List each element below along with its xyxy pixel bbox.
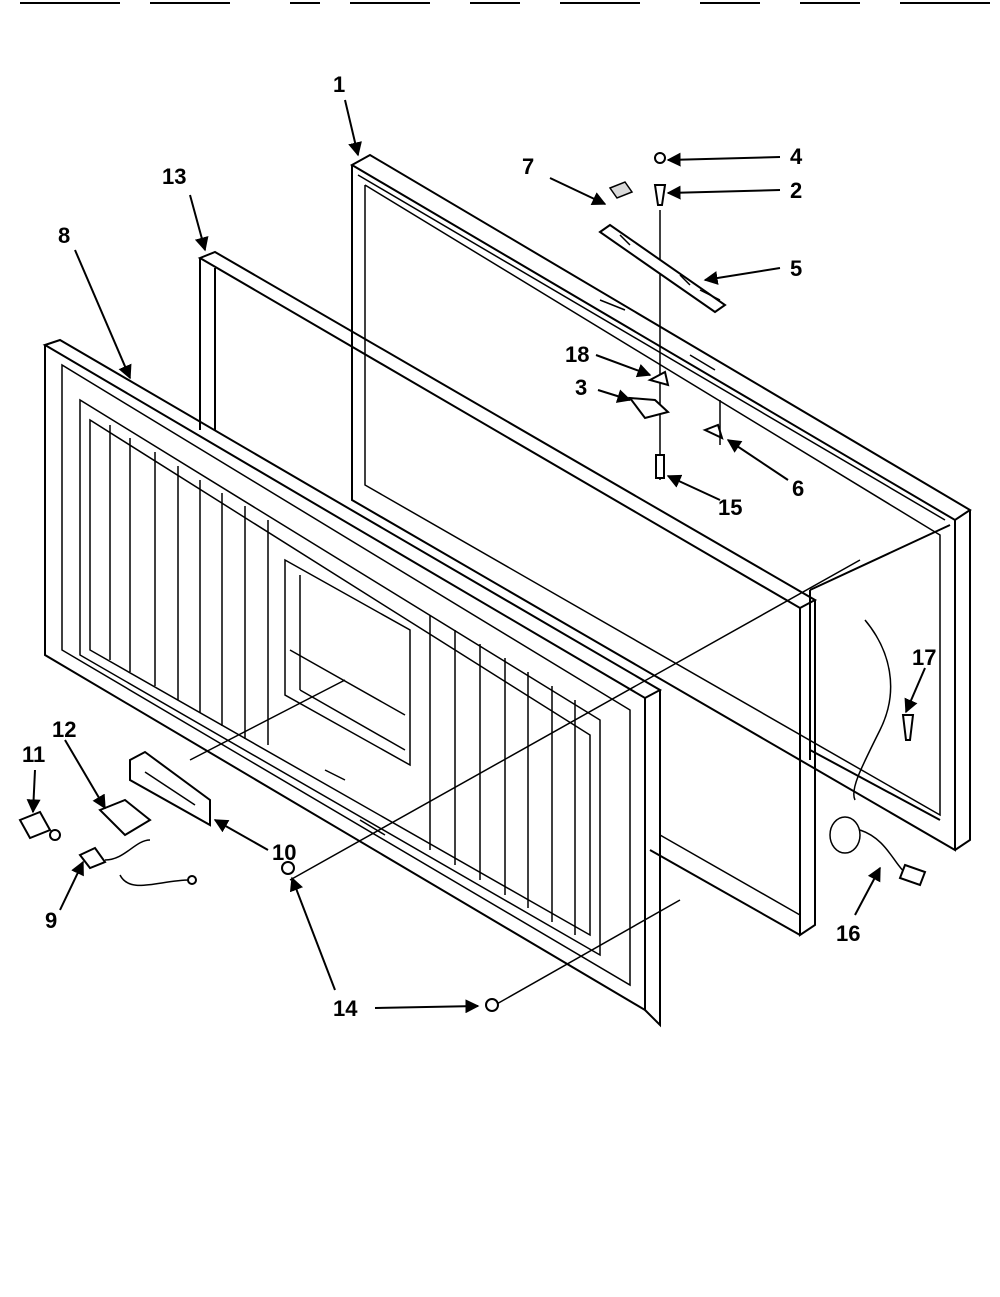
- hinge-hardware: [598, 152, 727, 480]
- callout-15: 15: [718, 495, 742, 520]
- callout-8: 8: [58, 223, 70, 248]
- callout-14: 14: [333, 996, 358, 1021]
- callout-9: 9: [45, 908, 57, 933]
- callout-1: 1: [333, 72, 345, 97]
- callout-11: 11: [22, 742, 45, 767]
- door-gasket: [197, 250, 818, 937]
- screws-14: [281, 861, 499, 1012]
- cabinet-side: [809, 524, 951, 821]
- assembly-lines: [189, 559, 861, 1006]
- door-liner: [42, 338, 663, 1028]
- callout-2: 2: [790, 178, 802, 203]
- light-housing: [129, 750, 211, 827]
- lamp-assembly: [18, 798, 197, 887]
- callout-labels: 1 2 3 4 5 6 7 8 9 10 11 12 13 14 15 16 1…: [22, 72, 936, 1021]
- callout-18: 18: [565, 342, 589, 367]
- callout-7: 7: [522, 154, 534, 179]
- callout-5: 5: [790, 256, 802, 281]
- power-cord: [829, 619, 927, 887]
- callout-17: 17: [912, 645, 936, 670]
- callout-12: 12: [52, 717, 76, 742]
- callout-13: 13: [162, 164, 186, 189]
- callout-10: 10: [272, 840, 296, 865]
- leader-lines: [26, 99, 926, 1014]
- callout-3: 3: [575, 375, 587, 400]
- callout-4: 4: [790, 144, 803, 169]
- callout-16: 16: [836, 921, 860, 946]
- callout-6: 6: [792, 476, 804, 501]
